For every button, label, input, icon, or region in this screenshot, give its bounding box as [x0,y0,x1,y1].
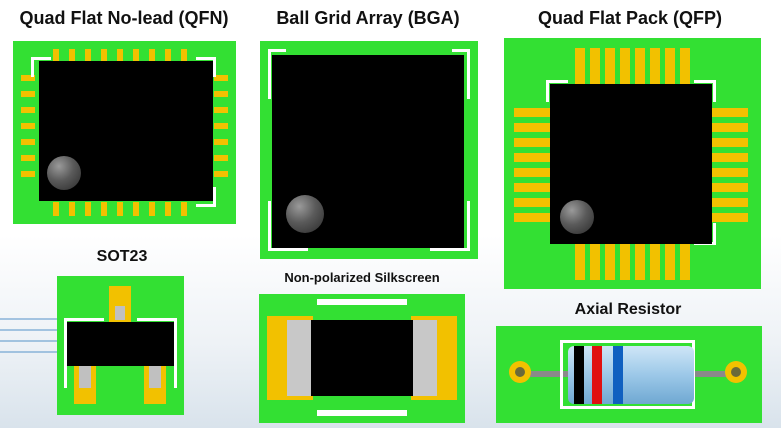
qfp-footprint [504,38,761,289]
bga-title: Ball Grid Array (BGA) [276,8,460,28]
sot23-title: SOT23 [96,248,148,265]
axial-title: Axial Resistor [574,301,682,318]
sot23-chip [67,322,174,366]
sot23-footprint [57,276,184,415]
background-decoration [0,318,60,358]
resistor-band-3 [613,346,623,404]
pin1-marker [286,195,324,233]
qfn-footprint [13,41,236,224]
axial-footprint [496,326,762,423]
nonpolarized-footprint [259,294,465,423]
resistor-band-2 [592,346,602,404]
left-lead-pad [509,361,531,383]
bga-footprint [260,41,478,259]
nonpolarized-title: Non-polarized Silkscreen [284,270,440,285]
pin1-marker [560,200,594,234]
qfp-title: Quad Flat Pack (QFP) [537,8,723,28]
qfn-title: Quad Flat No-lead (QFN) [19,8,229,28]
right-lead-pad [725,361,747,383]
resistor-band-1 [574,346,584,404]
resistor-body [568,346,694,404]
pin1-marker [47,156,81,190]
nonpolarized-chip [311,320,413,396]
